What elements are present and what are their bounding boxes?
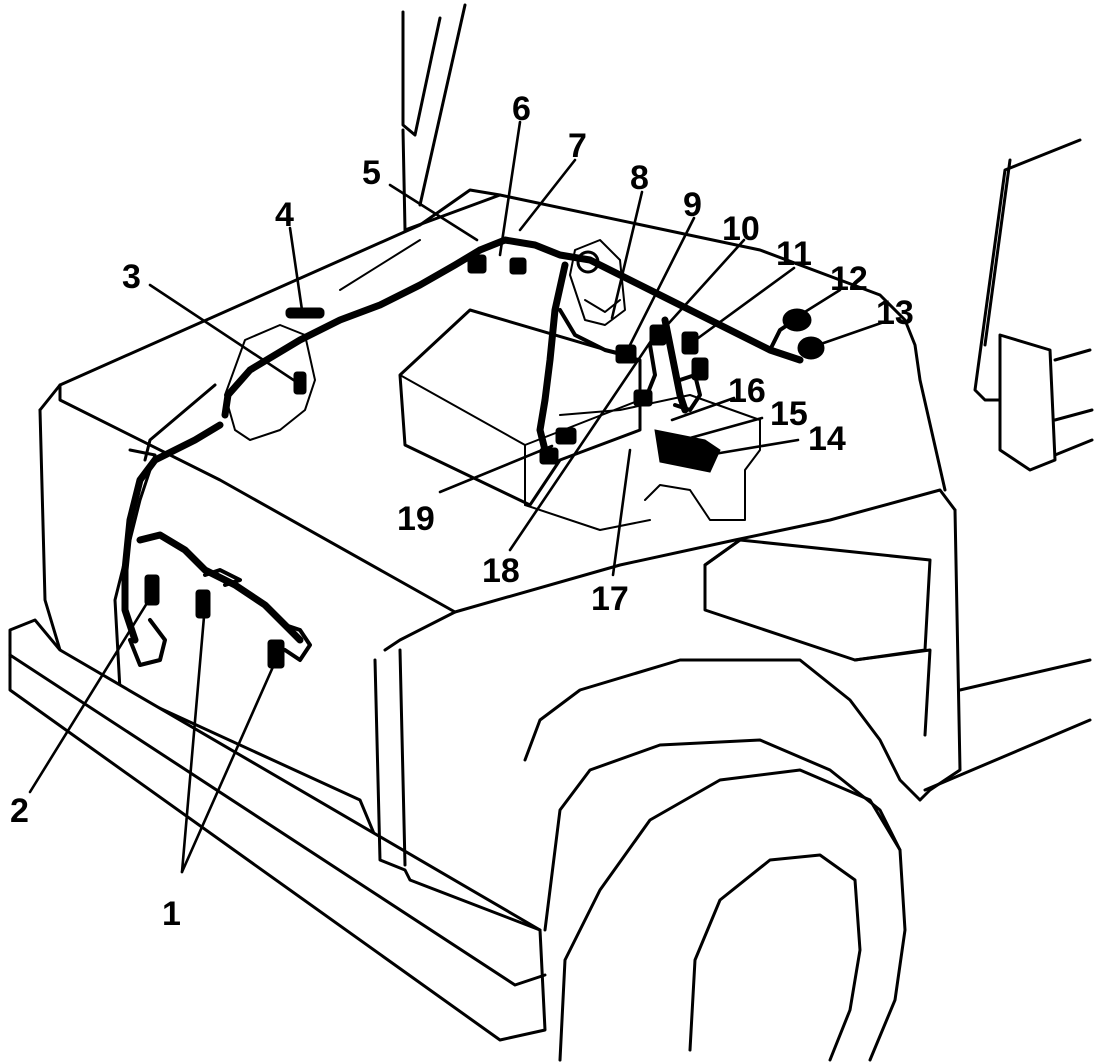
- harness-headlight-branch: [136, 531, 304, 644]
- wheel-arch-outer: [523, 658, 922, 802]
- harness-fusebox-loop: [673, 373, 702, 412]
- leader-6: [498, 120, 522, 257]
- leader-13: [813, 320, 886, 348]
- fender-apron: [559, 394, 761, 521]
- callout-7: 7: [568, 127, 587, 165]
- connector-7: [509, 257, 527, 275]
- rocker-panel: [923, 658, 1092, 792]
- connector-11b: [691, 357, 709, 381]
- connector-2: [144, 574, 160, 606]
- connector-1b: [267, 639, 285, 669]
- leader-lines: [28, 120, 886, 874]
- connector-17: [633, 389, 653, 407]
- callout-3: 3: [122, 258, 141, 296]
- harness-battery-drop: [536, 261, 569, 454]
- connector-12: [782, 308, 812, 332]
- leader-14: [706, 438, 800, 457]
- leader-1a: [180, 603, 207, 874]
- grommet-8: [576, 250, 600, 274]
- leader-15: [688, 416, 764, 440]
- fender-block-side: [853, 648, 932, 737]
- callout-12: 12: [830, 260, 868, 298]
- wiring-harness: [121, 236, 804, 667]
- bumper-crease: [8, 653, 547, 987]
- callout-10: 10: [722, 210, 760, 248]
- fender-front-face: [373, 658, 542, 932]
- side-mirror: [998, 333, 1057, 472]
- callout-17: 17: [591, 580, 629, 618]
- harness-headlight-loop: [283, 623, 312, 662]
- right-pillar-inner: [983, 158, 1012, 347]
- connectors: [144, 250, 825, 669]
- connector-13: [797, 336, 825, 360]
- wheel-arch-inner: [543, 738, 902, 932]
- hood-front-edge: [58, 383, 457, 614]
- callout-18: 18: [482, 552, 520, 590]
- leader-7: [518, 158, 577, 232]
- left-a-pillar: [401, 10, 442, 137]
- harness-reservoir-branch: [558, 308, 627, 357]
- fuse-box-14: [654, 429, 721, 473]
- callout-16: 16: [728, 372, 766, 410]
- callout-15: 15: [770, 395, 808, 433]
- leader-1b: [180, 658, 278, 874]
- left-pillar-edge: [418, 3, 467, 207]
- leader-11: [688, 266, 796, 346]
- callout-4: 4: [275, 196, 294, 234]
- connector-4: [285, 307, 325, 319]
- fender-inner-line: [398, 648, 407, 867]
- leader-10: [658, 238, 746, 335]
- callout-labels: 1 2 3 4 5 6 7 8 9 10 11 12 13 14 15 16 1…: [10, 90, 914, 933]
- callout-13: 13: [876, 294, 914, 332]
- harness-front-drop: [121, 421, 224, 644]
- fender-rear-edge: [918, 508, 962, 802]
- callout-6: 6: [512, 90, 531, 128]
- callout-9: 9: [683, 186, 702, 224]
- callout-14: 14: [808, 420, 846, 458]
- leader-9: [624, 216, 696, 355]
- leader-8: [610, 190, 644, 320]
- callout-2: 2: [10, 792, 29, 830]
- harness-front-loop: [128, 618, 167, 667]
- fender-inner-panel: [703, 538, 932, 662]
- harness-fusebox-drop: [661, 316, 689, 414]
- door-lines: [1053, 348, 1094, 457]
- hood-crease: [339, 239, 421, 291]
- leader-12: [798, 288, 842, 317]
- leader-18: [508, 333, 657, 552]
- apron-lower-edge: [524, 504, 651, 531]
- callout-11: 11: [776, 235, 812, 273]
- battery-box: [398, 308, 642, 507]
- callout-8: 8: [630, 159, 649, 197]
- left-pillar-base: [401, 128, 407, 232]
- fender-block-edge: [703, 538, 742, 567]
- vehicle-body: [8, 3, 1094, 1062]
- leader-2: [28, 593, 154, 794]
- leader-19: [438, 444, 554, 494]
- callout-1: 1: [162, 895, 181, 933]
- leader-5: [388, 183, 479, 242]
- inner-fender-contour: [224, 324, 316, 441]
- leader-3: [148, 283, 300, 385]
- right-a-pillar: [973, 138, 1082, 402]
- leader-17: [611, 448, 632, 577]
- harness-loop-small: [203, 568, 242, 587]
- leader-16: [670, 396, 736, 422]
- harness-cowl-branch: [476, 236, 804, 364]
- callout-5: 5: [362, 154, 381, 192]
- harness-main-trunk: [221, 246, 484, 419]
- hood-outline: [38, 188, 947, 492]
- connector-3: [293, 371, 307, 395]
- fender-corner: [143, 383, 217, 462]
- leader-4: [288, 226, 304, 312]
- connector-5: [467, 254, 487, 274]
- washer-reservoir: [569, 239, 626, 326]
- callout-19: 19: [397, 500, 435, 538]
- fender-top-edge: [383, 488, 957, 652]
- wheel-rim: [688, 853, 862, 1062]
- connector-19a: [555, 427, 577, 445]
- cowl-line: [403, 193, 502, 232]
- tire-outer: [558, 768, 907, 1062]
